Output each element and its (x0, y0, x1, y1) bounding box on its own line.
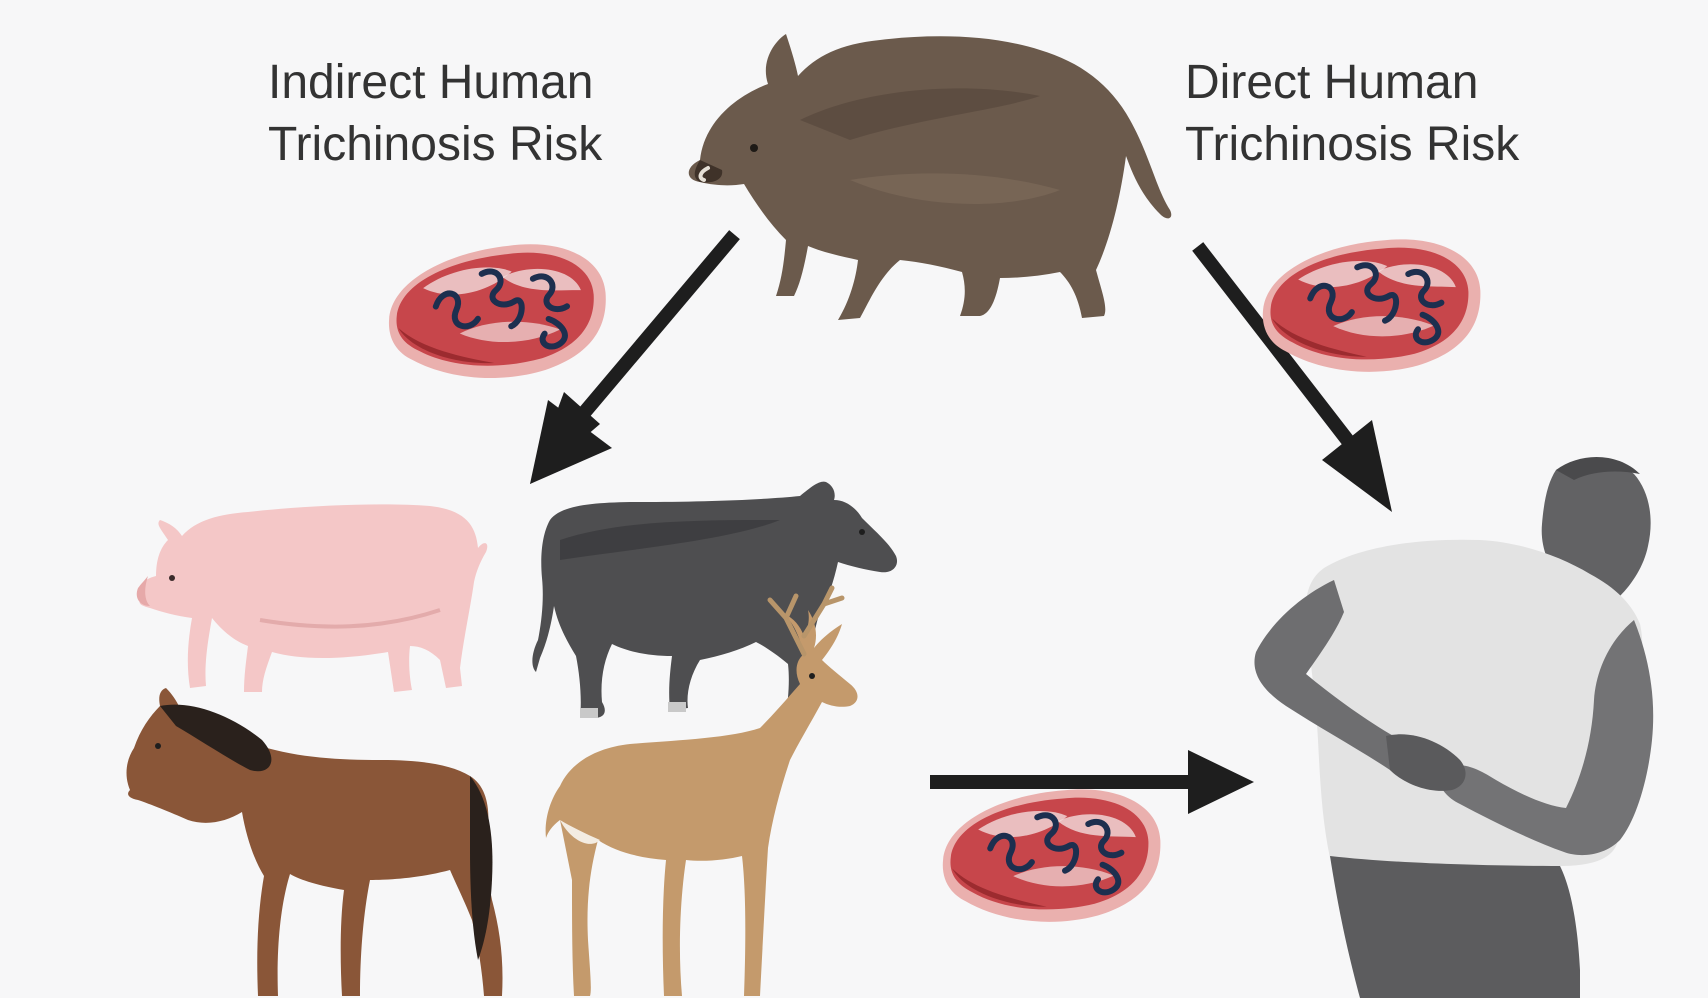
pig-icon (137, 504, 488, 692)
horse-icon (127, 688, 503, 996)
sick-person-icon (1254, 457, 1653, 998)
infected-meat-icon (936, 781, 1168, 934)
infected-meat-icon (380, 233, 615, 393)
wild-boar-icon (689, 34, 1172, 320)
